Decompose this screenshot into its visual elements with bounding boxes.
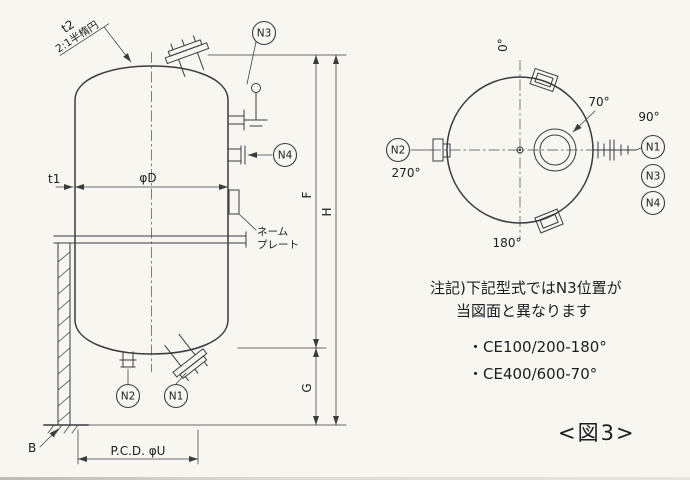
flange-270deg	[432, 138, 451, 162]
dim-pcd-label: P.C.D. φU	[111, 444, 166, 458]
angle-90-label: 90°	[638, 110, 659, 124]
plan-n2-balloon-label: N2	[391, 145, 406, 157]
vessel-outline	[74, 65, 229, 355]
angle-270-label: 270°	[392, 166, 421, 180]
angle-70-leader	[572, 110, 596, 133]
nameplate-line2: プレート	[257, 239, 299, 251]
dim-B-label: B	[28, 441, 36, 455]
plan-n3-balloon: N3	[640, 163, 666, 189]
plan-centerlines	[430, 60, 610, 240]
extension-lines	[87, 54, 347, 426]
dim-B: B	[28, 428, 59, 455]
bottom-nozzle-n1	[164, 333, 209, 382]
n3-balloon-label: N3	[257, 28, 272, 40]
plan-n4-balloon: N4	[640, 190, 666, 216]
notes: 注記)下記型式ではN3位置が 当図面と異なります ・CE100/200-180°…	[430, 279, 622, 383]
dim-pcd: P.C.D. φU	[77, 429, 199, 465]
flange-180deg	[534, 208, 564, 234]
note-line-2: 当図面と異なります	[456, 302, 591, 320]
angle-180-label: 180°	[493, 236, 522, 250]
head-spec-leader	[103, 26, 132, 63]
dim-F: F	[300, 54, 319, 349]
n4-nozzle	[228, 145, 246, 165]
figure-caption: <図3>	[558, 421, 636, 445]
plan-n4-balloon-label: N4	[646, 198, 661, 210]
support-ring	[53, 231, 247, 248]
nameplate	[228, 189, 257, 231]
n3-balloon: N3	[251, 20, 277, 46]
dim-G-label: G	[300, 383, 314, 392]
n1-leader	[175, 372, 187, 385]
nameplate-line1: ネーム	[257, 226, 288, 238]
dim-G: G	[300, 347, 319, 426]
n1-balloon-label: N1	[169, 391, 184, 403]
dim-H-label: H	[320, 207, 334, 216]
flange-0deg	[529, 67, 559, 93]
dim-F-label: F	[300, 191, 314, 198]
note-line-1: 注記)下記型式ではN3位置が	[430, 279, 622, 297]
model-list-item-1: ・CE100/200-180°	[468, 338, 607, 356]
angle-70-label: 70°	[588, 95, 609, 109]
elevation-view: t2 2:1半楕円 N3 N4 φD t1	[28, 17, 347, 465]
dim-phiD-label: φD	[139, 171, 156, 185]
plan-n1-balloon-label: N1	[646, 142, 661, 154]
nameplate-label: ネーム プレート	[257, 226, 299, 251]
plan-n1-leader	[635, 147, 642, 151]
n3-leader	[246, 41, 257, 85]
plan-n1-balloon: N1	[640, 134, 666, 160]
angle-0-label: 0°	[496, 38, 510, 52]
support-leg	[43, 242, 89, 426]
model-list-item-2: ・CE400/600-70°	[468, 365, 597, 383]
n1-balloon: N1	[163, 383, 189, 409]
top-nozzle	[164, 35, 210, 77]
bottom-nozzle-n2	[119, 351, 137, 368]
dim-t1-label: t1	[48, 172, 60, 186]
plan-n3-balloon-label: N3	[646, 171, 661, 183]
level-gauge	[228, 83, 268, 131]
plan-view: 0° 70° 90° 180° 270° N2 N1 N3 N4	[385, 38, 666, 250]
n2-balloon-label: N2	[121, 391, 136, 403]
dim-phiD: φD	[74, 171, 229, 190]
n4-balloon: N4	[272, 142, 298, 168]
plan-n2-balloon: N2	[385, 137, 411, 163]
ground-hatch	[47, 424, 79, 434]
n4-balloon-label: N4	[278, 150, 293, 162]
manway-nozzle	[533, 128, 577, 172]
fitting-90deg	[592, 139, 637, 161]
head-spec-note: t2 2:1半楕円	[53, 17, 110, 56]
center-mark	[516, 146, 524, 154]
n2-balloon: N2	[115, 383, 141, 409]
dim-t1: t1	[48, 172, 74, 190]
dim-H: H	[320, 54, 339, 426]
